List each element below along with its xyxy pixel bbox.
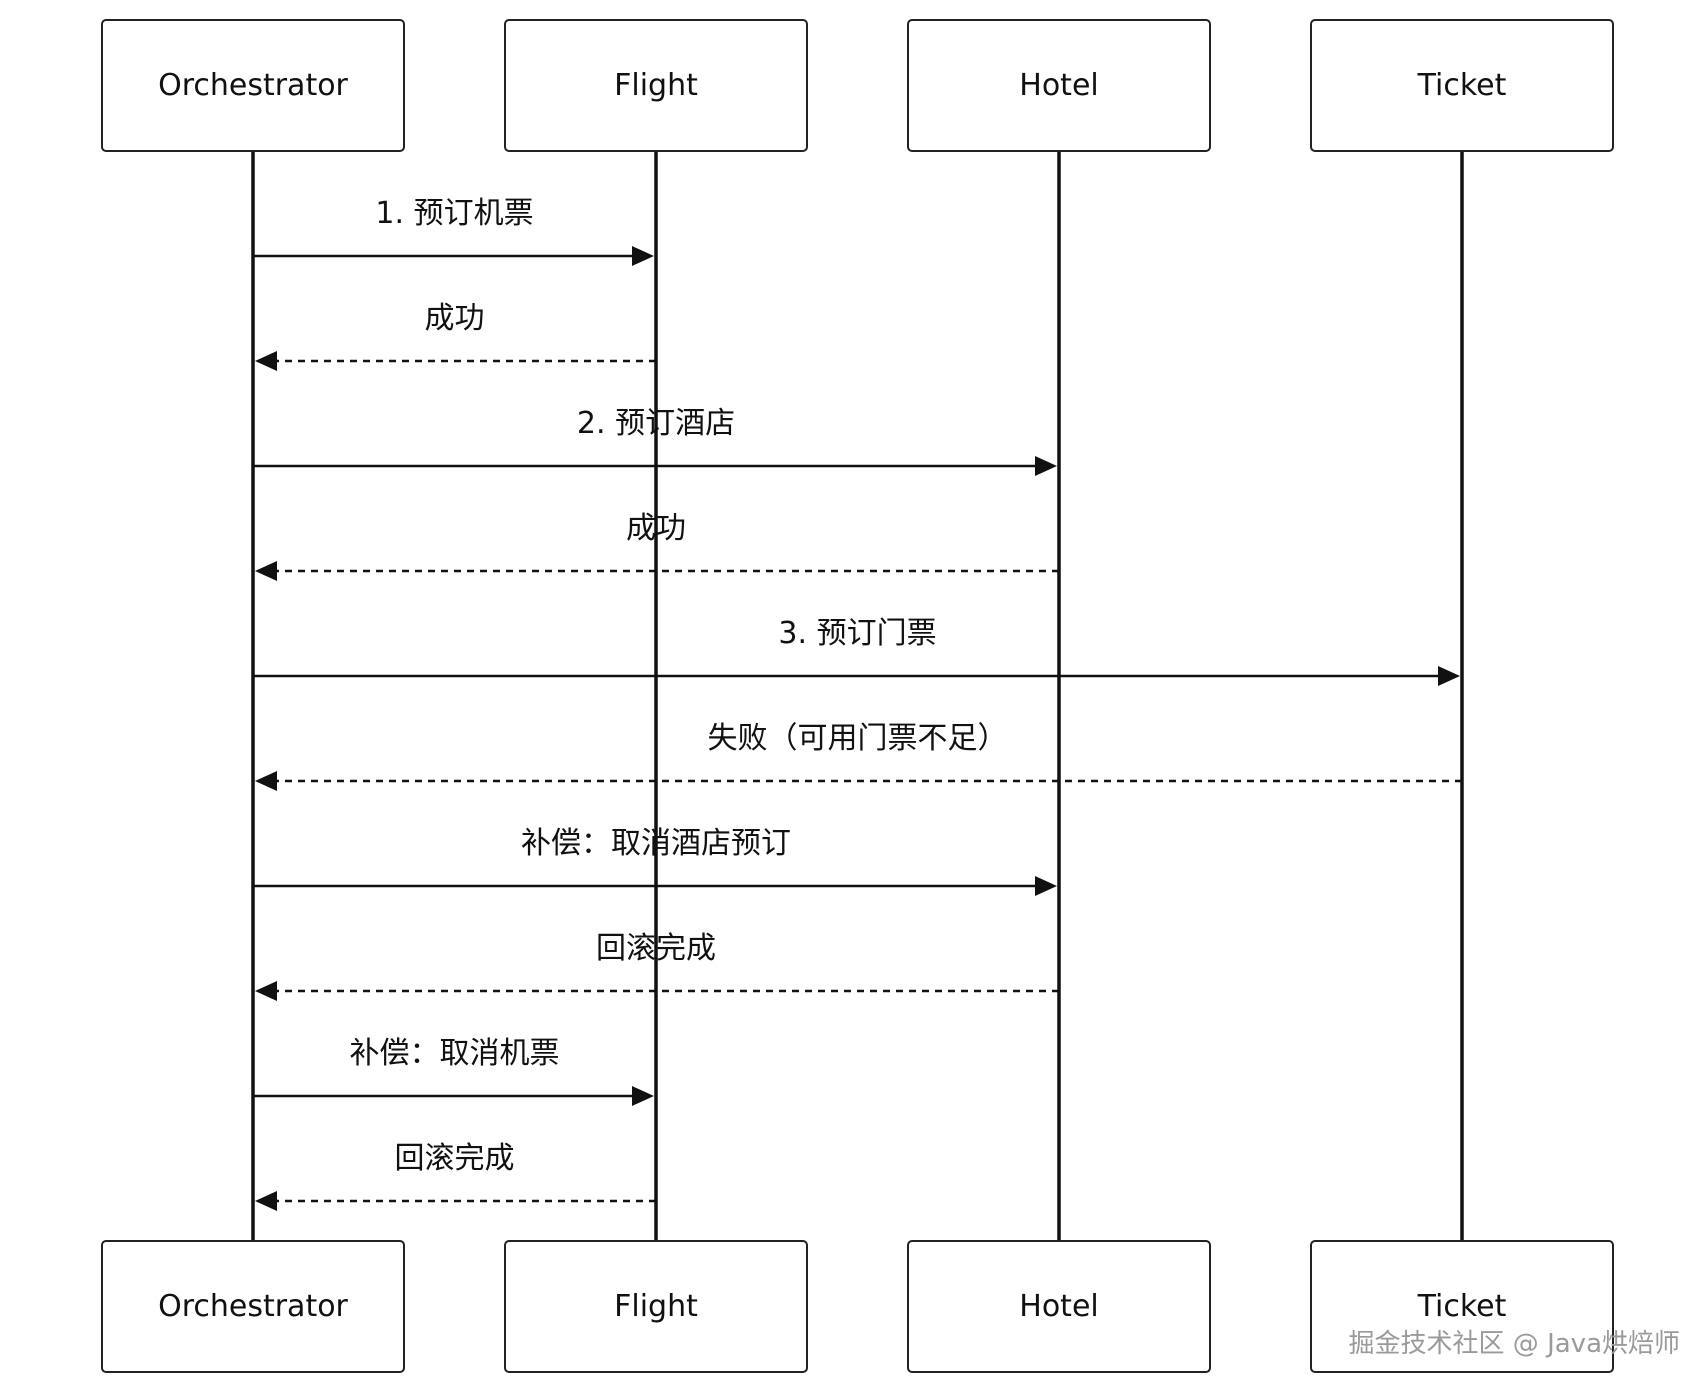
- participants: OrchestratorOrchestratorFlightFlightHote…: [101, 19, 1614, 1373]
- lifelines: [251, 151, 1464, 1241]
- arrowhead-icon: [1035, 456, 1057, 476]
- participant-label: Hotel: [1019, 68, 1098, 103]
- participant-box: [1310, 1240, 1614, 1373]
- participant-orchestrator-bottom: Orchestrator: [101, 1240, 405, 1373]
- arrowhead-icon: [255, 1191, 277, 1211]
- message-label: 补偿：取消酒店预订: [521, 826, 791, 861]
- participant-flight-top: Flight: [504, 19, 808, 152]
- message-label: 补偿：取消机票: [350, 1036, 560, 1071]
- arrowhead-icon: [632, 1086, 654, 1106]
- arrowhead-icon: [1438, 666, 1460, 686]
- message-label: 失败（可用门票不足）: [708, 721, 1008, 756]
- arrowhead-icon: [255, 351, 277, 371]
- message-label: 成功: [626, 511, 686, 546]
- message-label: 回滚完成: [596, 931, 716, 966]
- message-8: 回滚完成: [255, 931, 1059, 1001]
- participant-label: Orchestrator: [158, 68, 348, 103]
- message-3: 2. 预订酒店: [253, 406, 1057, 476]
- participant-box: [504, 1240, 808, 1373]
- arrowhead-icon: [255, 561, 277, 581]
- participant-box: [1310, 19, 1614, 152]
- message-label: 3. 预订门票: [778, 616, 936, 651]
- participant-box: [907, 1240, 1211, 1373]
- arrowhead-icon: [255, 981, 277, 1001]
- message-4: 成功: [255, 511, 1059, 581]
- participant-box: [101, 19, 405, 152]
- message-5: 3. 预订门票: [253, 616, 1460, 686]
- participant-ticket-top: Ticket: [1310, 19, 1614, 152]
- message-label: 2. 预订酒店: [577, 406, 735, 441]
- participant-box: [504, 19, 808, 152]
- participant-label: Ticket: [1417, 68, 1507, 103]
- participant-label: Hotel: [1019, 1289, 1098, 1324]
- message-label: 回滚完成: [395, 1141, 515, 1176]
- participant-label: Orchestrator: [158, 1289, 348, 1324]
- arrowhead-icon: [632, 246, 654, 266]
- message-7: 补偿：取消酒店预订: [253, 826, 1057, 896]
- participant-orchestrator-top: Orchestrator: [101, 19, 405, 152]
- arrowhead-icon: [1035, 876, 1057, 896]
- participant-box: [907, 19, 1211, 152]
- watermark-text: 掘金技术社区 @ Java烘焙师: [1349, 1329, 1680, 1359]
- arrowhead-icon: [255, 771, 277, 791]
- participant-hotel-top: Hotel: [907, 19, 1211, 152]
- message-2: 成功: [255, 301, 656, 371]
- message-1: 1. 预订机票: [253, 196, 654, 266]
- participant-label: Flight: [614, 68, 698, 103]
- message-6: 失败（可用门票不足）: [255, 721, 1462, 791]
- participant-hotel-bottom: Hotel: [907, 1240, 1211, 1373]
- message-9: 补偿：取消机票: [253, 1036, 654, 1106]
- message-label: 成功: [425, 301, 485, 336]
- participant-label: Ticket: [1417, 1289, 1507, 1324]
- participant-box: [101, 1240, 405, 1373]
- message-label: 1. 预订机票: [375, 196, 533, 231]
- message-10: 回滚完成: [255, 1141, 656, 1211]
- participant-ticket-bottom: Ticket: [1310, 1240, 1614, 1373]
- participant-label: Flight: [614, 1289, 698, 1324]
- participant-flight-bottom: Flight: [504, 1240, 808, 1373]
